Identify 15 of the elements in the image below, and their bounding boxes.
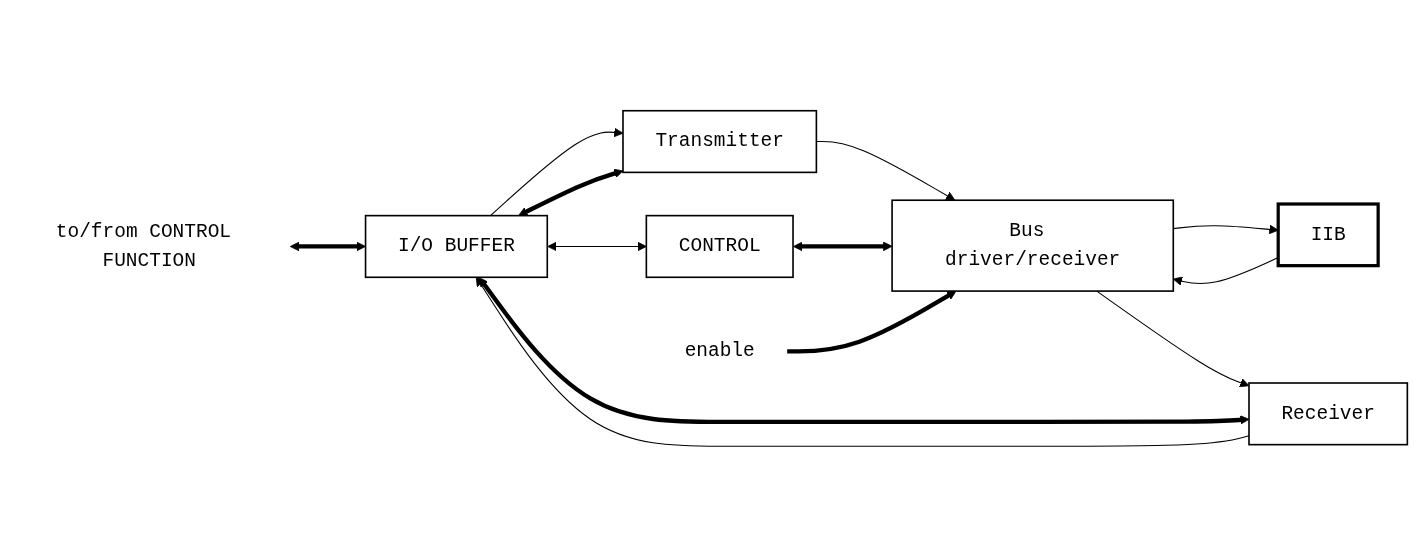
- node-box: IIB: [1276, 202, 1380, 268]
- node-text: to/from CONTROL FUNCTION: [55, 220, 232, 272]
- node-box: CONTROL: [645, 214, 794, 279]
- arrow: [547, 241, 647, 252]
- node-box: Receiver: [1248, 382, 1409, 446]
- node-box: I/O BUFFER: [364, 214, 549, 279]
- arrow: [787, 290, 957, 354]
- arrow: [793, 241, 893, 252]
- node-box: Bus driver/receiver: [891, 199, 1175, 292]
- arrow: [489, 127, 624, 217]
- arrow: [518, 168, 624, 216]
- arrow: [1096, 290, 1250, 388]
- node-text: enable: [684, 340, 755, 362]
- node-box: Transmitter: [622, 109, 818, 174]
- arrow: [289, 241, 366, 252]
